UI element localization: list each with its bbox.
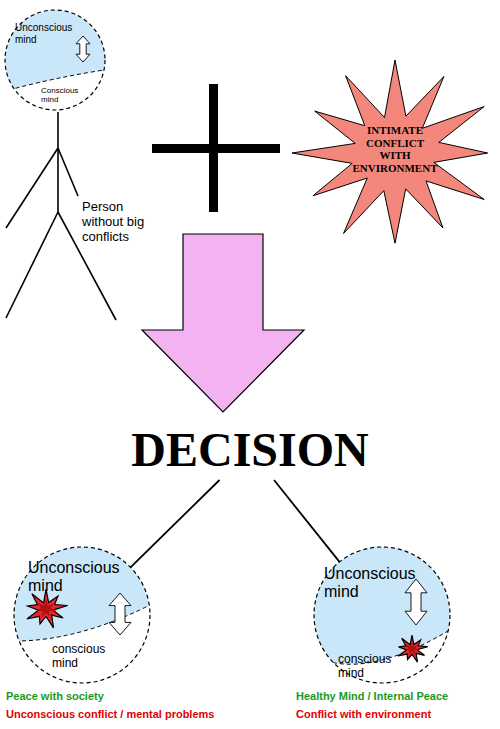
exchange-arrow bbox=[405, 579, 427, 625]
mind-circle: Unconscious mindConscious mind bbox=[3, 8, 107, 112]
outcome-bad: Unconscious conflict / mental problems bbox=[6, 708, 276, 721]
mind-circle: Unconscious mind conscious mind bbox=[12, 545, 152, 685]
left-arm bbox=[6, 148, 58, 228]
conflict-core bbox=[37, 599, 56, 618]
branch-line bbox=[131, 480, 220, 567]
mind-label: Unconscious mind bbox=[15, 22, 77, 45]
conflict-text: INTIMATE CONFLICT WITH ENVIRONMENT bbox=[350, 124, 440, 175]
mind-circle: Unconscious mind conscious mind bbox=[312, 545, 452, 685]
conscious-area bbox=[302, 631, 462, 695]
conflict-symbol bbox=[398, 635, 428, 662]
decision-heading: DECISION bbox=[105, 422, 395, 477]
mind-border bbox=[14, 547, 150, 683]
right-arm bbox=[58, 148, 78, 196]
conscious-area bbox=[2, 605, 162, 695]
mind-border bbox=[5, 10, 105, 110]
conflict-burst: INTIMATE CONFLICT WITH ENVIRONMENT bbox=[290, 58, 500, 248]
branch-line bbox=[274, 480, 340, 562]
mind-label: conscious mind bbox=[338, 653, 398, 681]
mind-label: conscious mind bbox=[52, 643, 122, 671]
burst-shape bbox=[292, 60, 488, 243]
body-line bbox=[57, 112, 59, 212]
outcome-good: Peace with society bbox=[6, 690, 206, 703]
conflict-symbol bbox=[27, 589, 68, 628]
mind-label: Conscious mind bbox=[41, 86, 81, 104]
conflict-core bbox=[406, 642, 420, 655]
left-leg bbox=[6, 212, 58, 318]
exchange-arrow bbox=[109, 593, 131, 635]
mind-label: Unconscious mind bbox=[28, 559, 140, 596]
outcome-bad: Conflict with environment bbox=[296, 708, 496, 721]
plus-bar bbox=[209, 84, 218, 212]
mind-label: Unconscious mind bbox=[324, 565, 436, 602]
conscious-area bbox=[0, 70, 117, 122]
plus-sign bbox=[152, 84, 280, 212]
figure-caption: Person without big conflicts bbox=[82, 200, 158, 245]
outcome-good: Healthy Mind / Internal Peace bbox=[296, 690, 496, 703]
decision-node: DECISION bbox=[105, 420, 395, 480]
down-arrow bbox=[142, 234, 304, 412]
exchange-arrow bbox=[76, 36, 90, 62]
mind-border bbox=[314, 547, 450, 683]
